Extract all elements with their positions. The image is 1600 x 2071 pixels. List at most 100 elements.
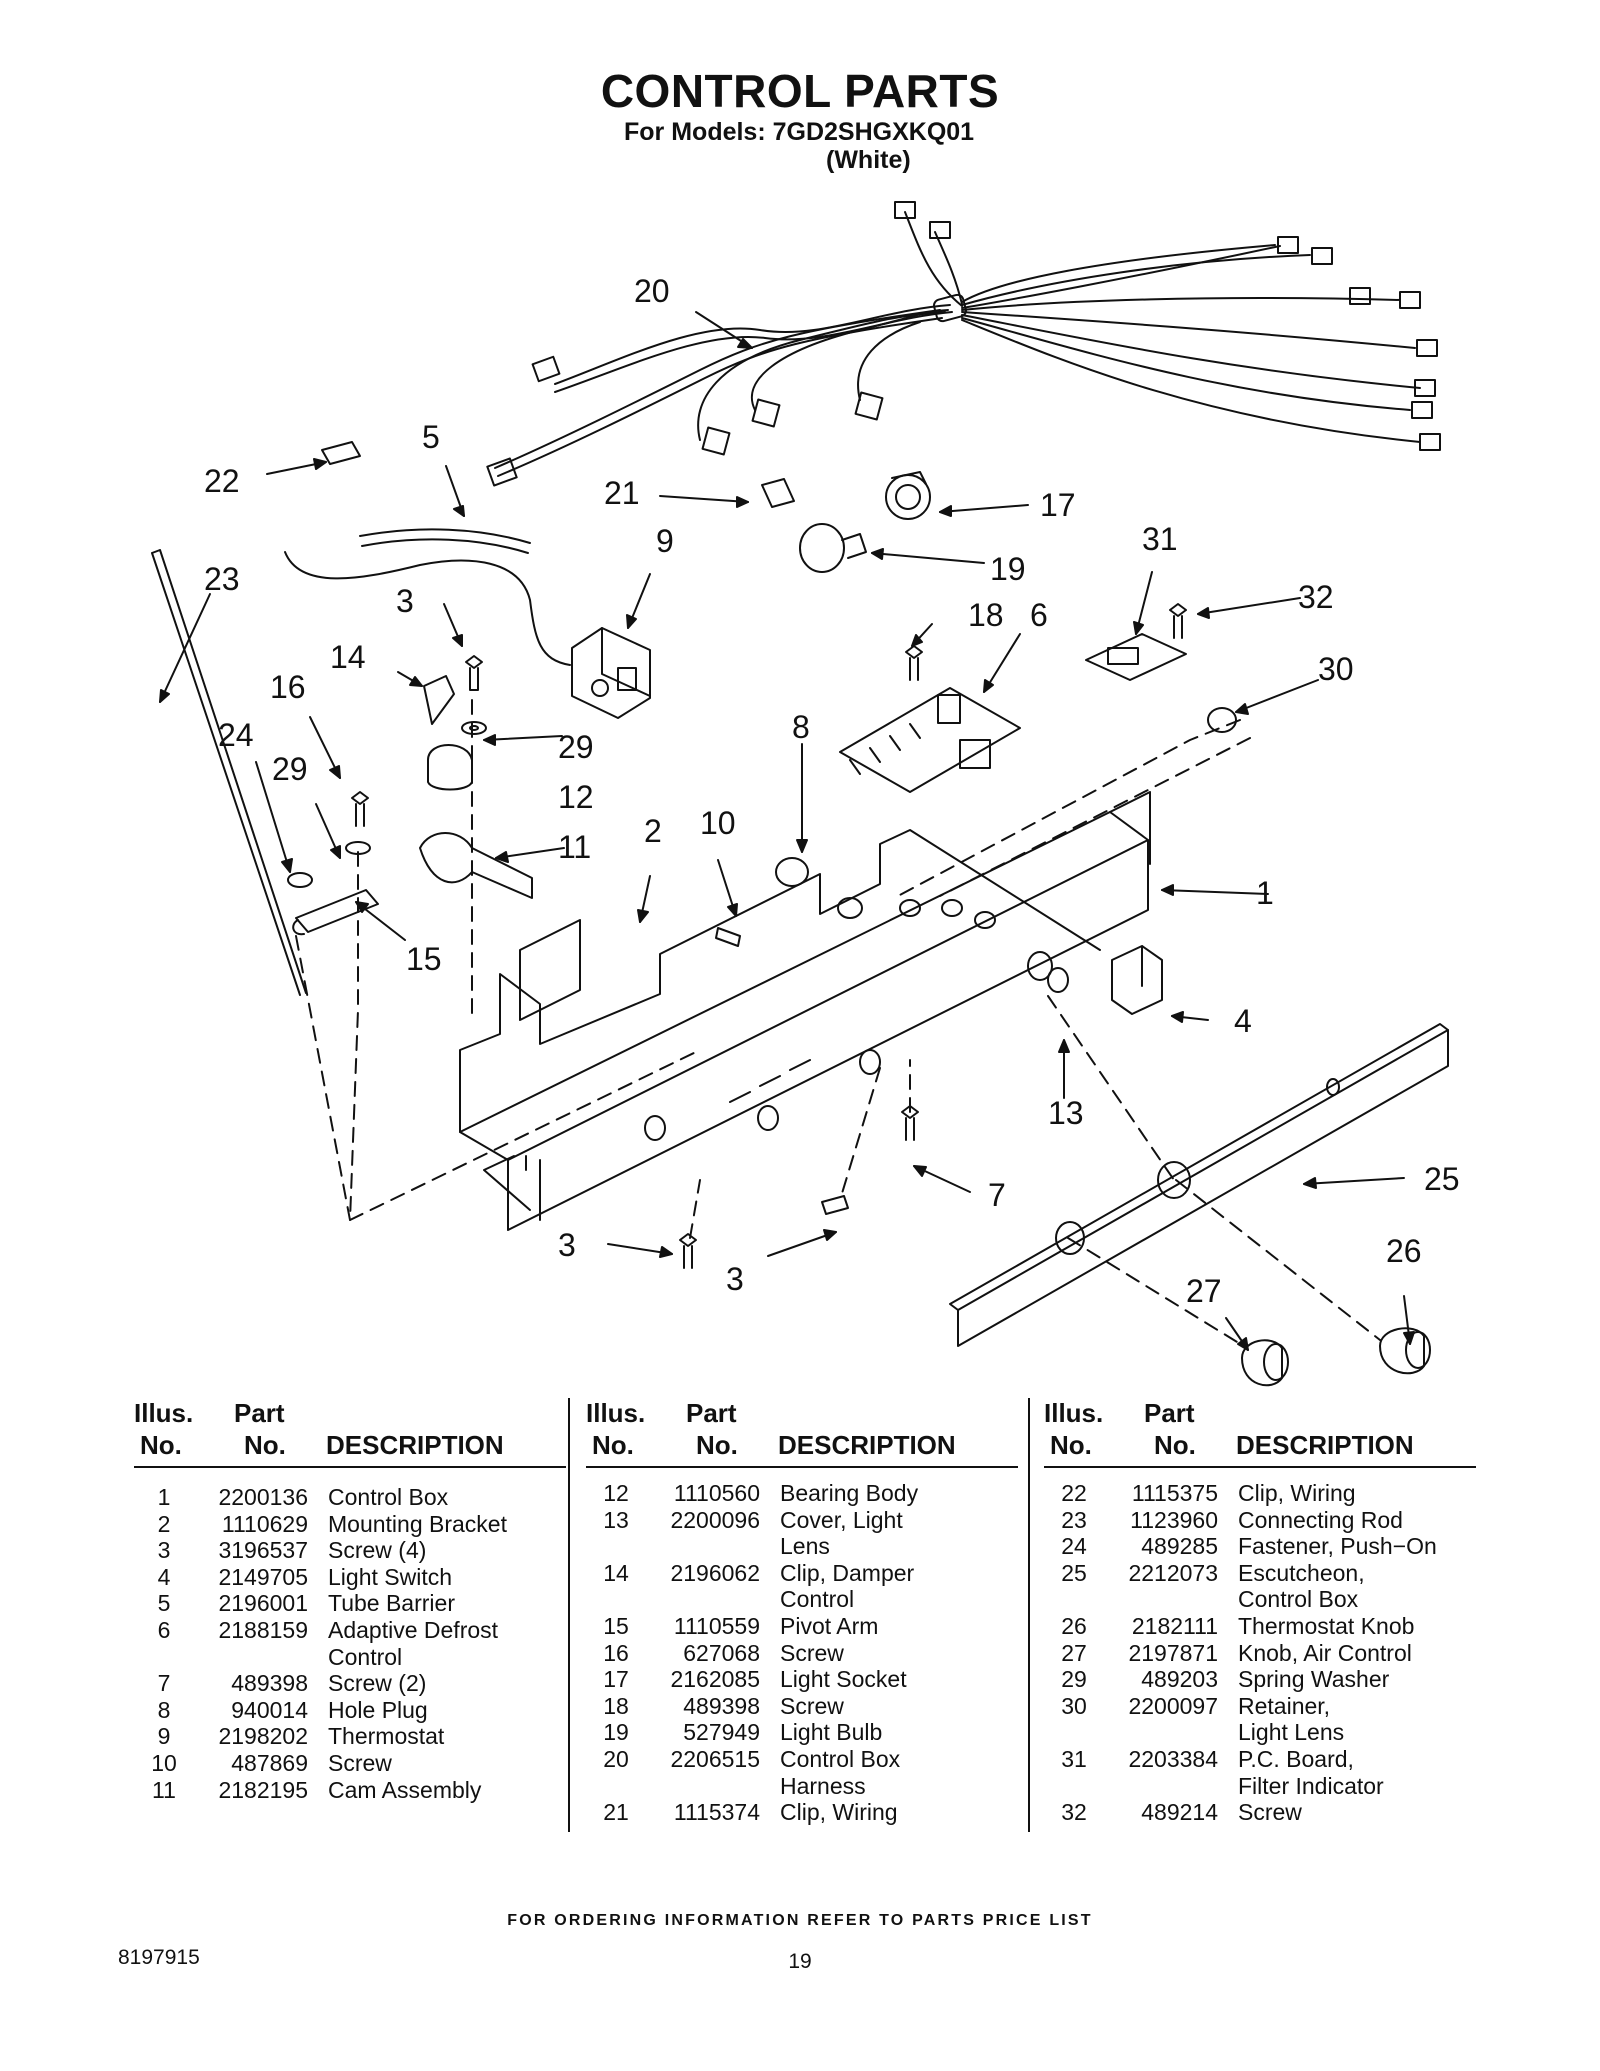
control-box-harness-drawing: [486, 201, 1441, 487]
escutcheon-drawing: [949, 1023, 1449, 1347]
table-row: Control: [328, 1643, 403, 1670]
leader-arrows: [159, 311, 1415, 1351]
wiring-clip-22-drawing: [321, 441, 361, 465]
wiring-clip-21-drawing: [761, 478, 795, 508]
callout-4: 4: [1234, 1003, 1252, 1039]
callout-3-upper: 3: [396, 583, 414, 619]
header-illus: Illus.: [134, 1398, 194, 1428]
callout-29-left: 29: [272, 751, 308, 787]
callout-12: 12: [558, 779, 594, 815]
filter-indicator-board-drawing: [1085, 633, 1187, 681]
callout-22: 22: [204, 463, 240, 499]
knob-drawings: [1241, 1327, 1431, 1387]
callout-29-right: 29: [558, 729, 594, 765]
column-divider: [568, 1398, 570, 1832]
callout-10: 10: [700, 805, 736, 841]
header-illus-no: No.: [140, 1430, 182, 1460]
table-row: Lens: [780, 1533, 830, 1560]
header-rule: [586, 1466, 1018, 1468]
control-box-drawing: [459, 791, 1151, 1231]
callout-13: 13: [1048, 1095, 1084, 1131]
page-number: 19: [788, 1950, 812, 1973]
callout-26: 26: [1386, 1233, 1422, 1269]
table-row: Filter Indicator: [1238, 1772, 1384, 1799]
model-number: For Models: 7GD2SHGXKQ01: [624, 118, 975, 146]
adaptive-defrost-control-drawing: [839, 687, 1021, 793]
header-description: DESCRIPTION: [326, 1430, 504, 1460]
tube-barrier-drawing: [359, 528, 531, 554]
callout-31: 31: [1142, 521, 1178, 557]
callout-32: 32: [1298, 579, 1334, 615]
header-illus: Illus.: [586, 1398, 646, 1428]
callout-14: 14: [330, 639, 366, 675]
header-part-no: No.: [1154, 1430, 1196, 1460]
exploded-parts-diagram: 20 22 5 21 17 19 9 23 31 32 3 18 6 14 16…: [151, 201, 1460, 1387]
header-part-no: No.: [244, 1430, 286, 1460]
callout-20: 20: [634, 273, 670, 309]
document-number: 8197915: [118, 1946, 200, 1969]
callout-1: 1: [1256, 875, 1274, 911]
header-rule: [134, 1466, 566, 1468]
thermostat-drawing: [571, 627, 651, 719]
callout-30: 30: [1318, 651, 1354, 687]
callout-6: 6: [1030, 597, 1048, 633]
callout-21: 21: [604, 475, 640, 511]
callout-27: 27: [1186, 1273, 1222, 1309]
callout-2: 2: [644, 813, 662, 849]
callout-7: 7: [988, 1177, 1006, 1213]
table-row: Light Lens: [1238, 1719, 1345, 1746]
header-part: Part: [234, 1398, 285, 1428]
assembly-dashed-lines: [295, 699, 1381, 1346]
callout-11: 11: [558, 829, 591, 865]
callout-15: 15: [406, 941, 442, 977]
connecting-rod-drawing: [151, 549, 307, 996]
callout-25: 25: [1424, 1161, 1460, 1197]
table-header: Illus. No. Part No. DESCRIPTION: [586, 1398, 1018, 1462]
header-rule: [1044, 1466, 1476, 1468]
callout-19: 19: [990, 551, 1026, 587]
model-color: (White): [826, 146, 911, 174]
fastener-drawings: [287, 603, 1187, 1269]
table-header: Illus. No. Part No. DESCRIPTION: [134, 1398, 566, 1462]
header-part: Part: [1144, 1398, 1195, 1428]
light-lens-cover-drawing: [1047, 967, 1069, 993]
header-illus-no: No.: [592, 1430, 634, 1460]
light-socket-and-bulb-drawing: [799, 471, 931, 573]
callout-8: 8: [792, 709, 810, 745]
header-part: Part: [686, 1398, 737, 1428]
callout-9: 9: [656, 523, 674, 559]
column-divider: [1028, 1398, 1030, 1832]
light-switch-drawing: [1111, 945, 1163, 1015]
ordering-note: FOR ORDERING INFORMATION REFER TO PARTS …: [507, 1912, 1093, 1929]
hole-plug-drawing: [775, 857, 809, 887]
header-illus-no: No.: [1050, 1430, 1092, 1460]
header-part-no: No.: [696, 1430, 738, 1460]
table-row: Control: [780, 1586, 855, 1613]
